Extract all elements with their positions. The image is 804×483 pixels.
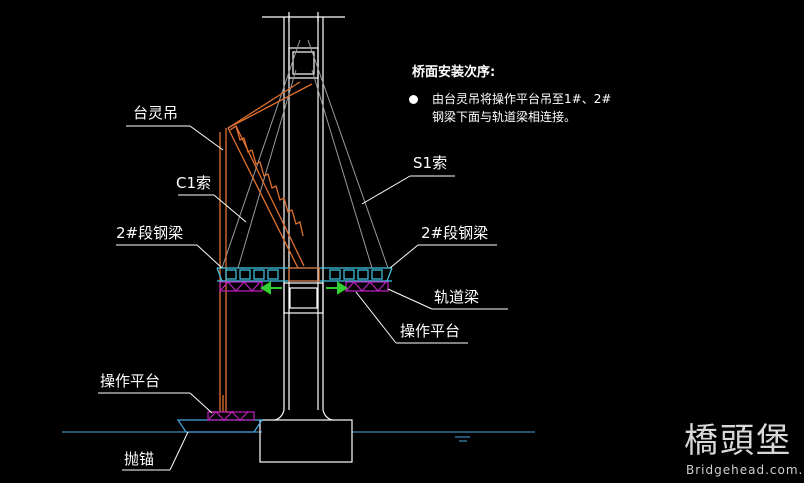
label-crane: 台灵吊 bbox=[133, 104, 179, 122]
sequence-step-line1: 由台灵吊将操作平台吊至1#、2# bbox=[432, 92, 612, 106]
watermark-logo: 橋頭堡 bbox=[684, 421, 792, 461]
leader-lines bbox=[98, 125, 508, 471]
bullet-icon bbox=[409, 95, 418, 104]
label-platform-water: 操作平台 bbox=[100, 372, 161, 390]
tower bbox=[262, 12, 345, 421]
floating-platform bbox=[176, 411, 264, 433]
sequence-title: 桥面安装次序: bbox=[412, 65, 496, 80]
connection-arrows bbox=[260, 281, 348, 295]
label-track-beam: 轨道梁 bbox=[434, 288, 480, 306]
derrick-crane bbox=[212, 81, 313, 413]
stay-cables bbox=[221, 39, 389, 269]
label-c1-cable: C1索 bbox=[176, 174, 212, 192]
pier-foundation bbox=[259, 419, 353, 463]
deck-tower-joint bbox=[288, 267, 320, 282]
label-platform-deck: 操作平台 bbox=[400, 322, 461, 340]
steel-girder-deck bbox=[216, 267, 393, 282]
label-girder-right: 2#段钢梁 bbox=[421, 224, 489, 242]
sequence-step-line2: 钢梁下面与轨道梁相连接。 bbox=[432, 110, 577, 124]
label-anchor: 抛锚 bbox=[124, 450, 155, 468]
watermark-site: Bridgehead.com.cn bbox=[686, 463, 804, 477]
deck-platforms bbox=[219, 281, 389, 292]
label-girder-left: 2#段钢梁 bbox=[116, 224, 184, 242]
label-s1-cable: S1索 bbox=[413, 154, 448, 172]
water-line bbox=[62, 431, 535, 442]
